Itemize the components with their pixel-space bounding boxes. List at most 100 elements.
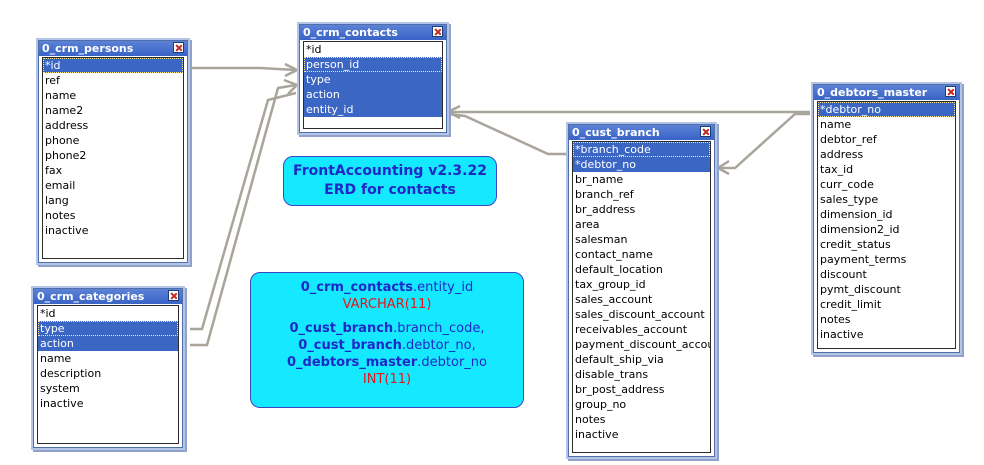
field-row[interactable]: action [304,87,442,102]
field-row[interactable]: notes [45,209,76,222]
field-row[interactable]: *branch_code [573,142,710,157]
field-row[interactable]: notes [820,313,851,326]
field-row[interactable]: name [820,118,852,131]
field-row[interactable]: group_no [575,398,627,411]
field-row[interactable]: *id [40,307,56,320]
branch-table-name-2: 0_cust_branch [298,338,402,353]
field-row[interactable]: area [575,218,600,231]
debtors-table-name: 0_debtors_master [286,355,418,370]
crm-contacts-title-bar[interactable]: 0_crm_contacts [300,25,446,40]
crm-persons-title: 0_crm_persons [42,42,134,55]
erd-title-line2: ERD for contacts [324,182,456,198]
field-row[interactable]: type [304,72,442,87]
crm-categories-title-bar[interactable]: 0_crm_categories [34,289,182,304]
cust-branch-title-bar[interactable]: 0_cust_branch [569,125,714,140]
field-row[interactable]: *id [43,58,183,73]
close-icon[interactable] [432,26,443,37]
field-row[interactable]: type [38,321,178,336]
debtors-no-line: 0_debtors_master.debtor_no [251,354,523,371]
field-row[interactable]: credit_limit [820,298,882,311]
link-persons-to-contacts [188,66,297,72]
branch-code-line: 0_cust_branch.branch_code, [251,320,523,337]
field-row[interactable]: tax_id [820,163,854,176]
branch-field-name-1: .branch_code, [393,321,485,336]
field-row[interactable]: ref [45,74,60,87]
field-row[interactable]: dimension_id [820,208,893,221]
field-row[interactable]: action [38,336,178,351]
erd-title-line1: FrontAccounting v2.3.22 [293,163,487,179]
close-icon[interactable] [700,126,711,137]
field-row[interactable]: *debtor_no [818,102,955,117]
field-row[interactable]: salesman [575,233,628,246]
close-icon[interactable] [945,86,956,97]
field-row[interactable]: name [45,89,77,102]
field-row[interactable]: *id [306,43,322,56]
field-row[interactable]: inactive [575,428,619,441]
field-row[interactable]: br_post_address [575,383,665,396]
field-row[interactable]: phone [45,134,80,147]
field-row[interactable]: dimension2_id [820,223,900,236]
field-row[interactable]: entity_id [304,102,442,117]
field-row[interactable]: inactive [40,397,84,410]
arrowhead-debtors-branch [715,159,730,176]
contacts-table-name: 0_crm_contacts [300,280,413,295]
arrowhead-categories-contacts [283,78,300,95]
field-row[interactable]: debtor_ref [820,133,877,146]
field-row[interactable]: sales_discount_account [575,308,705,321]
field-row[interactable]: branch_ref [575,188,634,201]
branch-field-name-2: .debtor_no, [401,338,476,353]
close-icon[interactable] [173,42,184,53]
field-row[interactable]: inactive [45,224,89,237]
close-icon[interactable] [168,290,179,301]
field-row[interactable]: fax [45,164,63,177]
field-row[interactable]: system [40,382,80,395]
field-row[interactable]: name2 [45,104,84,117]
field-row[interactable]: default_ship_via [575,353,664,366]
branch-debtor-line: 0_cust_branch.debtor_no, [251,337,523,354]
debtors-field-name: .debtor_no [417,355,487,370]
field-row[interactable]: curr_code [820,178,874,191]
field-row[interactable]: address [820,148,864,161]
field-row[interactable]: pymt_discount [820,283,901,296]
debtors-master-title-bar[interactable]: 0_debtors_master [814,85,959,100]
field-row[interactable]: payment_terms [820,253,907,266]
field-row[interactable]: email [45,179,76,192]
field-row[interactable]: contact_name [575,248,653,261]
crm-persons-title-bar[interactable]: 0_crm_persons [39,41,187,56]
arrowhead-persons-contacts [284,62,300,78]
field-row[interactable]: payment_discount_account [575,338,710,351]
field-row[interactable]: receivables_account [575,323,688,336]
field-row[interactable]: credit_status [820,238,891,251]
field-row[interactable]: sales_type [820,193,879,206]
link-branch-to-contacts [447,112,568,156]
field-row[interactable]: br_name [575,173,624,186]
field-row[interactable]: disable_trans [575,368,649,381]
field-row[interactable]: discount [820,268,867,281]
field-row[interactable]: *debtor_no [573,157,710,172]
field-row[interactable]: notes [575,413,606,426]
field-row[interactable]: br_address [575,203,636,216]
debtors-master-title: 0_debtors_master [817,86,928,99]
link-categories-type-to-contacts [190,91,297,331]
field-row[interactable]: inactive [820,328,864,341]
cust-branch-title: 0_cust_branch [572,126,660,139]
field-row[interactable]: default_location [575,263,663,276]
field-row[interactable]: lang [45,194,69,207]
crm-categories-title: 0_crm_categories [37,290,145,303]
field-row[interactable]: sales_account [575,293,653,306]
field-row[interactable]: description [40,367,102,380]
erd-title-note: FrontAccounting v2.3.22 ERD for contacts [283,156,497,206]
field-row[interactable]: person_id [304,57,442,72]
field-row[interactable]: phone2 [45,149,87,162]
branch-table-name-1: 0_cust_branch [289,321,394,336]
field-row[interactable]: address [45,119,89,132]
field-row[interactable]: name [40,352,72,365]
field-row[interactable]: tax_group_id [575,278,646,291]
link-categories-action-to-contacts [190,83,297,347]
